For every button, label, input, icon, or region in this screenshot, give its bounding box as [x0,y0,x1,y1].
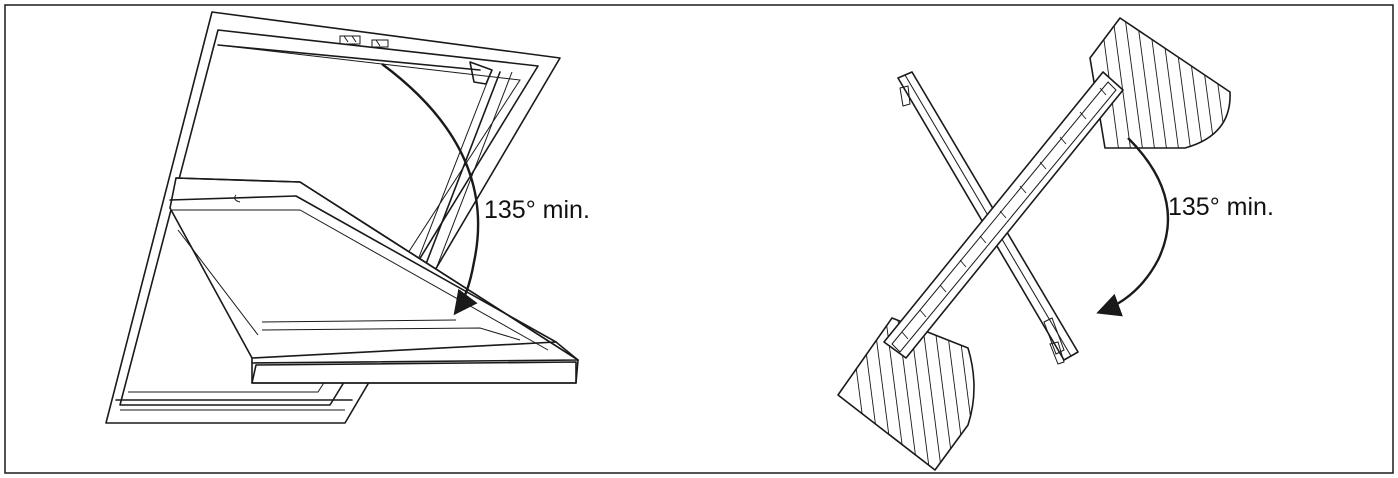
left-angle-label: 135° min. [484,196,590,224]
right-rotation-arrow [1096,137,1170,317]
inner-frame [119,29,539,406]
outer-frame [105,11,561,424]
hinge-icon [339,35,389,48]
figure-border [4,4,1394,474]
right-angle-label: 135° min. [1168,193,1274,221]
right-window-section [837,17,1231,471]
closed-sash-section [883,71,1124,359]
left-rotation-arrow [381,63,480,316]
left-window-perspective [105,11,579,424]
